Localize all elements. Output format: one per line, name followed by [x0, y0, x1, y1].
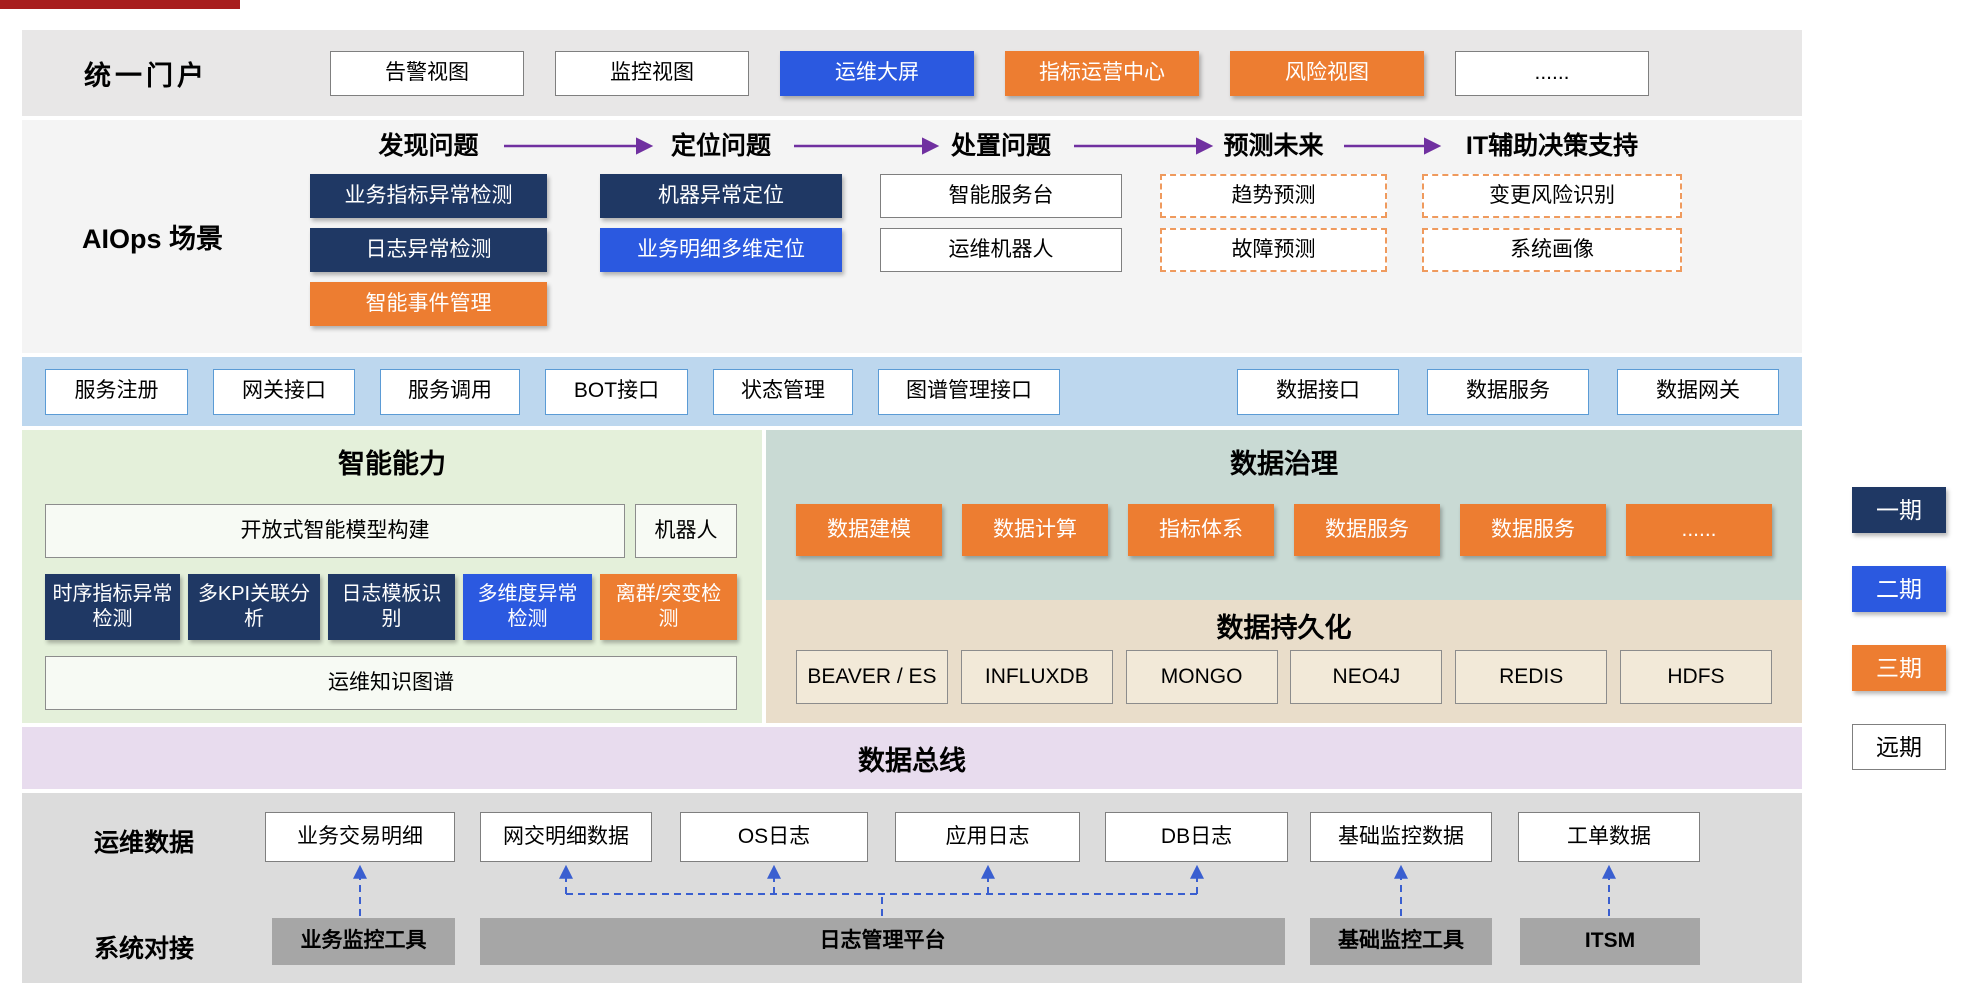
unified-portal-bar: 统一门户 告警视图 监控视图 运维大屏 指标运营中心 风险视图 ...... [22, 30, 1802, 116]
ops-data-item: 基础监控数据 [1310, 812, 1492, 862]
portal-item-risk-view: 风险视图 [1230, 50, 1424, 96]
persistence-item: REDIS [1455, 650, 1608, 704]
scene-item: 运维机器人 [880, 228, 1122, 272]
legend-phase-3: 三期 [1852, 645, 1946, 691]
data-governance-panel: 数据治理 数据建模 数据计算 指标体系 数据服务 数据服务 ...... [766, 430, 1802, 600]
scene-item: 机器异常定位 [600, 174, 842, 218]
scene-item: 故障预测 [1160, 228, 1387, 272]
scene-header: 预测未来 [1223, 132, 1324, 160]
service-group-left: 服务注册 网关接口 服务调用 BOT接口 状态管理 图谱管理接口 [45, 368, 1060, 415]
portal-item-more: ...... [1455, 50, 1649, 96]
aiops-scenes-section: AIOps 场景 发现问题 业务指标异常检测 日志异常检测 智能事件管理 定位问… [22, 120, 1802, 353]
ops-data-item: OS日志 [680, 812, 868, 862]
scene-item: 趋势预测 [1160, 174, 1387, 218]
governance-item: ...... [1626, 504, 1772, 556]
scene-header: 处置问题 [950, 132, 1051, 160]
persistence-item: NEO4J [1290, 650, 1443, 704]
persistence-item: HDFS [1619, 650, 1772, 704]
bottom-data-section: 运维数据 业务交易明细 网交明细数据 OS日志 应用日志 DB日志 基础监控数据… [22, 793, 1802, 983]
scene-column-handle: 处置问题 智能服务台 运维机器人 [880, 128, 1122, 282]
scene-item: 智能服务台 [880, 174, 1122, 218]
algo-timeseries-anomaly: 时序指标异常检测 [45, 574, 180, 640]
tool-basic-monitor: 基础监控工具 [1310, 918, 1492, 965]
legend-phase-far: 远期 [1852, 724, 1946, 770]
algo-multikpi-correlation: 多KPI关联分析 [188, 574, 320, 640]
robot-box: 机器人 [635, 504, 737, 558]
scene-header: IT辅助决策支持 [1465, 132, 1639, 160]
scene-column-locate: 定位问题 机器异常定位 业务明细多维定位 [600, 128, 842, 282]
governance-item: 指标体系 [1128, 504, 1274, 556]
portal-item-monitor-view: 监控视图 [555, 50, 749, 96]
legend-phase-1: 一期 [1852, 487, 1946, 533]
scene-item: 智能事件管理 [310, 282, 547, 326]
algo-multidim-anomaly: 多维度异常检测 [463, 574, 592, 640]
scene-item: 业务指标异常检测 [310, 174, 547, 218]
portal-item-metric-center: 指标运营中心 [1005, 50, 1199, 96]
data-governance-title: 数据治理 [1230, 449, 1338, 479]
ops-knowledge-graph-box: 运维知识图谱 [45, 656, 737, 710]
scene-item: 变更风险识别 [1422, 174, 1682, 218]
governance-item: 数据服务 [1294, 504, 1440, 556]
intelligent-capability-title: 智能能力 [338, 449, 446, 479]
service-item: 网关接口 [213, 368, 355, 415]
governance-item: 数据计算 [962, 504, 1108, 556]
persistence-item: INFLUXDB [960, 650, 1113, 704]
scene-header: 发现问题 [378, 132, 479, 160]
scene-item: 日志异常检测 [310, 228, 547, 272]
scene-column-predict: 预测未来 趋势预测 故障预测 [1160, 128, 1387, 282]
persistence-item: MONGO [1125, 650, 1278, 704]
service-item: 状态管理 [713, 368, 853, 415]
portal-item-ops-bigscreen: 运维大屏 [780, 50, 974, 96]
service-item: BOT接口 [545, 368, 688, 415]
service-group-right: 数据接口 数据服务 数据网关 [1237, 368, 1779, 415]
governance-item: 数据建模 [796, 504, 942, 556]
scene-item: 业务明细多维定位 [600, 228, 842, 272]
governance-item: 数据服务 [1460, 504, 1606, 556]
top-red-strip [0, 0, 240, 9]
ops-data-item: 网交明细数据 [480, 812, 652, 862]
service-item: 数据接口 [1237, 368, 1399, 415]
ops-data-item: 应用日志 [895, 812, 1080, 862]
tool-log-platform: 日志管理平台 [480, 918, 1285, 965]
intelligent-capability-panel: 智能能力 开放式智能模型构建 机器人 时序指标异常检测 多KPI关联分析 日志模… [22, 430, 762, 723]
scene-item: 系统画像 [1422, 228, 1682, 272]
ops-data-item: 业务交易明细 [265, 812, 455, 862]
portal-item-alarm-view: 告警视图 [330, 50, 524, 96]
algo-outlier-change: 离群/突变检测 [600, 574, 737, 640]
data-persistence-title: 数据持久化 [1216, 613, 1352, 643]
aiops-scenes-label: AIOps 场景 [82, 224, 224, 254]
portal-title: 统一门户 [84, 60, 208, 91]
service-item: 数据服务 [1427, 368, 1589, 415]
scene-column-discover: 发现问题 业务指标异常检测 日志异常检测 智能事件管理 [310, 128, 547, 336]
tool-business-monitor: 业务监控工具 [272, 918, 455, 965]
legend-phase-2: 二期 [1852, 566, 1946, 612]
persistence-item: BEAVER / ES [796, 650, 948, 704]
ops-data-item: DB日志 [1105, 812, 1288, 862]
service-interface-bar: 服务注册 网关接口 服务调用 BOT接口 状态管理 图谱管理接口 数据接口 数据… [22, 357, 1802, 426]
service-item: 服务调用 [380, 368, 520, 415]
data-governance-row: 数据建模 数据计算 指标体系 数据服务 数据服务 ...... [766, 504, 1802, 556]
tool-itsm: ITSM [1520, 918, 1700, 965]
service-item: 数据网关 [1617, 368, 1779, 415]
data-bus-bar: 数据总线 [22, 727, 1802, 789]
data-persistence-panel: 数据持久化 BEAVER / ES INFLUXDB MONGO NEO4J R… [766, 600, 1802, 723]
system-integration-label: 系统对接 [94, 935, 195, 963]
ops-data-item: 工单数据 [1518, 812, 1700, 862]
scene-column-decision: IT辅助决策支持 变更风险识别 系统画像 [1422, 128, 1682, 282]
algo-log-template: 日志模板识别 [328, 574, 455, 640]
data-persistence-row: BEAVER / ES INFLUXDB MONGO NEO4J REDIS H… [766, 650, 1802, 704]
ops-data-label: 运维数据 [94, 829, 195, 857]
service-item: 图谱管理接口 [878, 368, 1060, 415]
open-model-building-box: 开放式智能模型构建 [45, 504, 625, 558]
scene-header: 定位问题 [670, 132, 771, 160]
service-item: 服务注册 [45, 368, 188, 415]
